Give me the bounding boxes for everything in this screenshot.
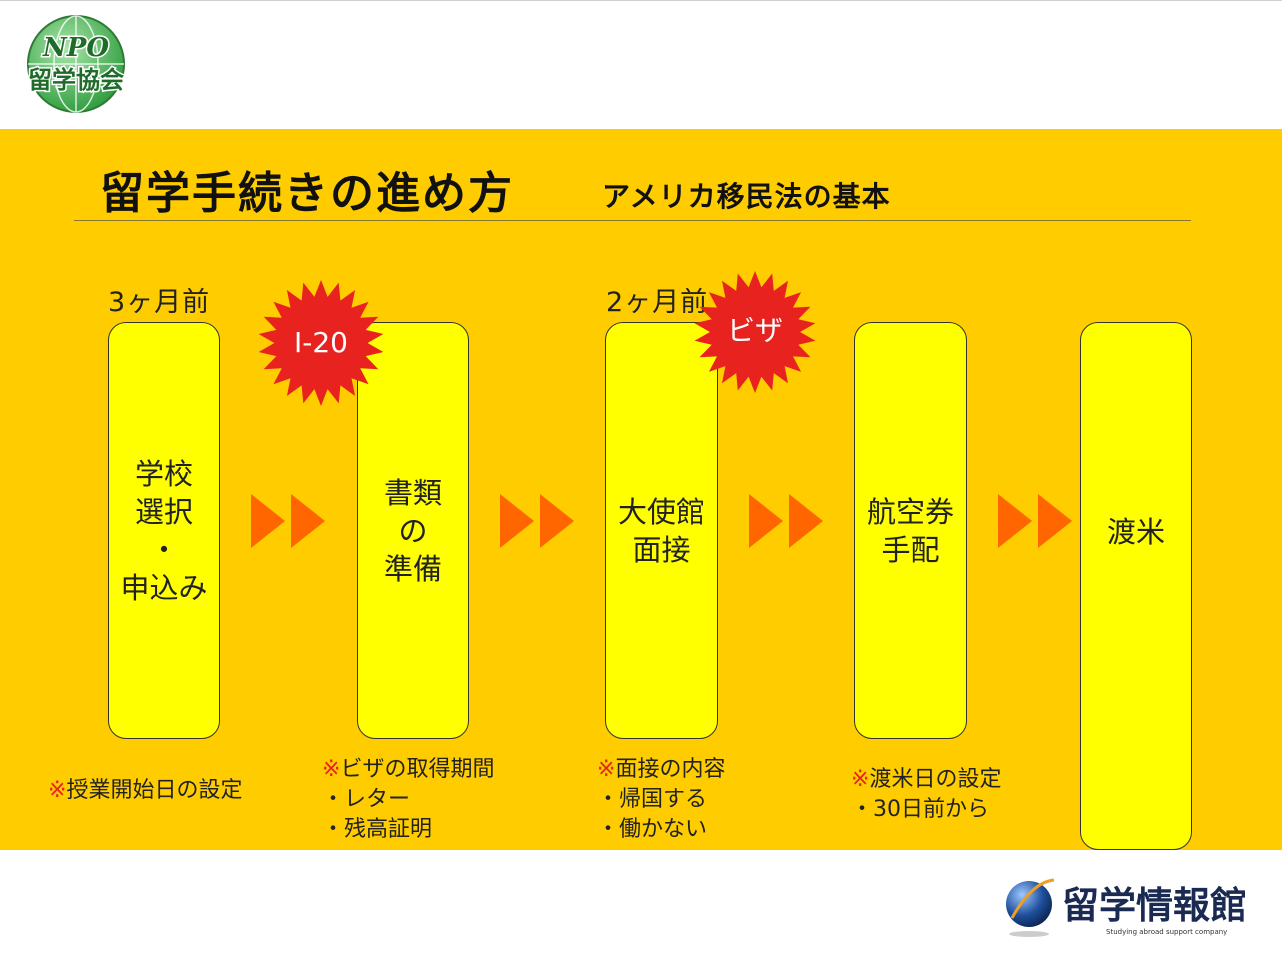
burst-shape bbox=[258, 280, 384, 406]
burst-shape bbox=[694, 271, 816, 393]
brand-name: 留学情報館 bbox=[1062, 884, 1247, 927]
page-subtitle: アメリカ移民法の基本 bbox=[602, 180, 891, 213]
note-school: ※授業開始日の設定 bbox=[48, 776, 242, 806]
step-label: 大使館 面接 bbox=[617, 494, 705, 567]
step-embassy-interview: 大使館 面接 bbox=[605, 322, 718, 739]
note-documents: ※ビザの取得期間 ・レター ・残高証明 bbox=[322, 755, 494, 845]
step-school-selection: 学校 選択 ・ 申込み bbox=[108, 322, 220, 739]
double-arrow-icon bbox=[749, 494, 823, 548]
step-flight-booking: 航空券 手配 bbox=[854, 322, 967, 739]
timing-2-months: 2ヶ月前 bbox=[606, 287, 709, 318]
note-line: ・残高証明 bbox=[322, 817, 433, 842]
double-arrow-icon bbox=[251, 494, 325, 548]
double-arrow-icon bbox=[500, 494, 574, 548]
note-line: ・レター bbox=[322, 787, 411, 812]
i20-burst-badge: I-20 bbox=[258, 280, 384, 406]
note-line: ・帰国する bbox=[597, 787, 708, 812]
npo-logo: NPO 留学協会 bbox=[27, 15, 126, 113]
timing-3-months: 3ヶ月前 bbox=[108, 287, 211, 318]
note-head: 面接の内容 bbox=[615, 757, 726, 782]
burst-label: ビザ bbox=[727, 314, 783, 347]
note-flight: ※渡米日の設定 ・30日前から bbox=[851, 765, 1001, 825]
page-title: 留学手続きの進め方 bbox=[100, 168, 514, 219]
note-line: ・30日前から bbox=[851, 797, 989, 822]
step-label: 書類 の 準備 bbox=[383, 475, 442, 586]
note-head: ビザの取得期間 bbox=[340, 757, 495, 782]
brand-tagline: Studying abroad support company bbox=[1106, 928, 1227, 936]
step-label: 渡米 bbox=[1106, 515, 1165, 549]
burst-label: I-20 bbox=[294, 326, 348, 359]
top-divider bbox=[0, 0, 1282, 1]
note-interview: ※面接の内容 ・帰国する ・働かない bbox=[597, 755, 725, 845]
npo-logo-line2: 留学協会 bbox=[28, 66, 124, 94]
double-arrow-icon bbox=[998, 494, 1072, 548]
globe-icon bbox=[1006, 881, 1052, 927]
note-mark: ※ bbox=[597, 757, 616, 782]
visa-burst-badge: ビザ bbox=[694, 271, 816, 393]
npo-logo-line1: NPO bbox=[42, 33, 109, 63]
step-label: 航空券 手配 bbox=[866, 494, 954, 567]
step-documents: 書類 の 準備 bbox=[357, 322, 469, 739]
note-head: 授業開始日の設定 bbox=[66, 778, 243, 803]
note-mark: ※ bbox=[48, 778, 67, 803]
step-departure: 渡米 bbox=[1080, 322, 1192, 850]
note-head: 渡米日の設定 bbox=[869, 767, 1002, 792]
title-rule bbox=[74, 220, 1191, 221]
step-label: 学校 選択 ・ 申込み bbox=[120, 456, 208, 605]
note-line: ・働かない bbox=[597, 817, 708, 842]
note-mark: ※ bbox=[851, 767, 870, 792]
note-mark: ※ bbox=[322, 757, 341, 782]
brand-logo: 留学情報館 Studying abroad support company bbox=[1006, 878, 1247, 937]
